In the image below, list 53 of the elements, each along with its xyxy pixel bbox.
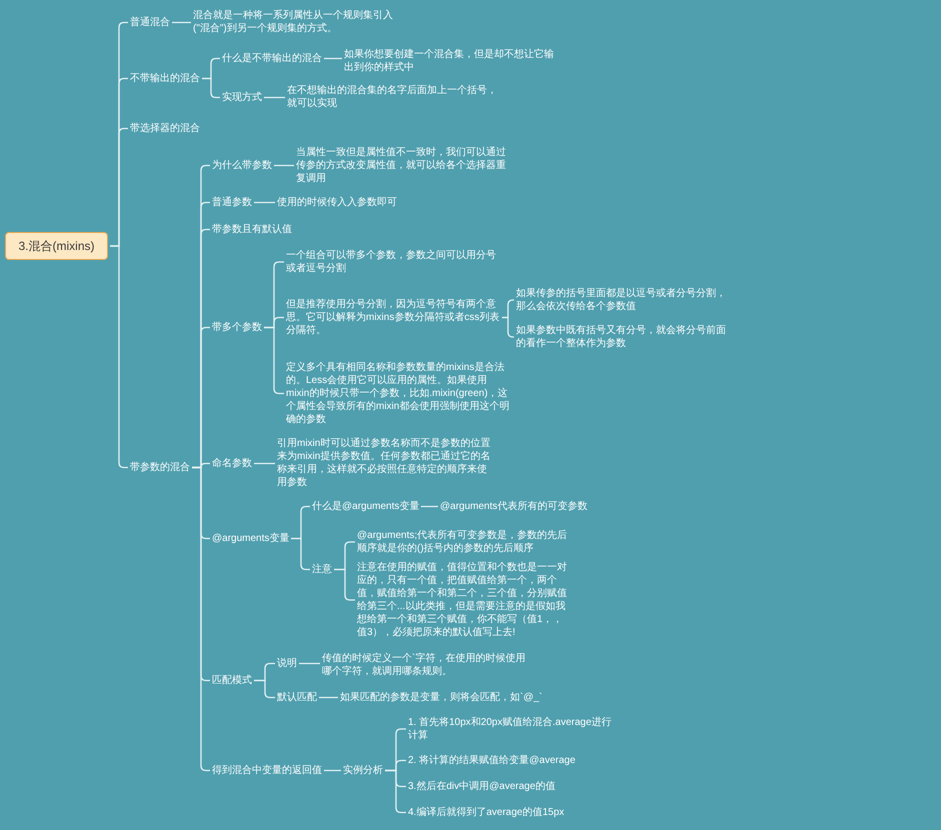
topic-text: 注意在使用的赋值，值得位置和个数也是一一对应的，只有一个值，把值赋值给第一个，两个值，赋值给第一个和第二个，三个值，分别赋值给第三个...以此类推，但是需要注意的是假如我想给第一个和第三个赋值，你不能写（值1，，值3），必须把原来的默认值写上去!	[357, 561, 571, 639]
topic-text: 为什么带参数	[212, 159, 272, 172]
branch-line	[421, 506, 438, 508]
topic-text: 混合就是一种将一系列属性从一个规则集引入("混合")到另一个规则集的方式。	[193, 8, 408, 34]
topic-text: 2. 将计算的结果赋值给变量@average	[408, 754, 576, 767]
topic-text: 默认匹配	[277, 691, 317, 704]
branch-line	[264, 96, 285, 98]
topic-text: 带参数的混合	[130, 461, 190, 474]
topic-text: 带参数且有默认值	[212, 223, 292, 236]
topic-text: 4.编译后就得到了average的值15px	[408, 806, 564, 819]
root-topic: 3.混合(mixins)	[5, 232, 108, 260]
topic-text: 引用mixin时可以通过参数名称而不是参数的位置来为mixin提供参数值。任何参数都已通过它的名称来引用，这样就不必按照任意特定的顺序来使用参数	[277, 437, 493, 489]
topic-text: 得到混合中变量的返回值	[212, 764, 322, 777]
branch-line	[502, 316, 514, 338]
topic-text: 什么是不带输出的混合	[222, 52, 322, 65]
topic-text: 当属性一致但是属性值不一致时，我们可以通过传参的方式改变属性值，就可以给各个选择器重复调用	[296, 146, 510, 185]
topic-text: 命名参数	[212, 457, 252, 470]
topic-text: 如果匹配的参数是变量，则将会匹配，如`@_`	[340, 691, 542, 704]
topic-text: @arguments代表所有的可变参数	[440, 500, 588, 513]
topic-text: 说明	[277, 657, 297, 670]
topic-text: @arguments;代表所有可变参数是，参数的先后顺序就是你的()括号内的参数的先后顺序	[357, 529, 571, 555]
topic-text: 如果传参的括号里面都是以逗号或者分号分割，那么会依次传给各个参数值	[516, 287, 730, 313]
branch-line	[254, 462, 275, 464]
branch-line	[324, 770, 341, 772]
topic-text: 如果你想要创建一个混合集，但是却不想让它输出到你的样式中	[344, 48, 558, 74]
topic-text: 使用的时候传入入参数即可	[277, 196, 397, 209]
topic-text: 普通混合	[130, 16, 170, 29]
topic-text: 匹配模式	[212, 674, 252, 687]
branch-line	[299, 662, 320, 664]
topic-text: 实现方式	[222, 91, 262, 104]
branch-line	[254, 202, 275, 204]
topic-text: 但是推荐使用分号分割，因为逗号符号有两个意思。它可以解释为mixins参数分隔符或者css列表分隔符。	[286, 298, 500, 337]
topic-text: 一个组合可以带多个参数，参数之间可以用分号或者逗号分割	[286, 249, 500, 275]
topic-text: 带多个参数	[212, 321, 262, 334]
branch-line	[324, 58, 342, 60]
branch-line	[274, 164, 294, 166]
topic-text: 实例分析	[343, 764, 383, 777]
topic-text: 注意	[312, 563, 332, 576]
topic-text: 传值的时候定义一个`字符，在使用的时候使用哪个字符，就调用哪条规则。	[322, 652, 526, 678]
topic-text: @arguments变量	[212, 532, 290, 545]
branch-line	[202, 78, 220, 98]
topic-text: 带选择器的混合	[130, 122, 200, 135]
branch-line	[172, 22, 191, 24]
branch-line	[254, 680, 275, 698]
topic-text: 如果参数中既有括号又有分号，就会将分号前面的看作一个整体作为参数	[516, 324, 730, 350]
branch-line	[319, 696, 338, 698]
topic-text: 1. 首先将10px和20px赋值给混合.average进行计算	[408, 716, 614, 742]
topic-text: 不带输出的混合	[130, 72, 200, 85]
topic-text: 3.然后在div中调用@average的值	[408, 780, 556, 793]
topic-text: 定义多个具有相同名称和参数数量的mixins是合法的。Less会使用它可以应用的属性。如果使用mixin的时候只带一个参数，比如.mixin(green)，这个属性会导致所有的mixin都会使用强制使用这个明确的参数	[286, 361, 510, 426]
topic-text: 普通参数	[212, 196, 252, 209]
topic-text: 什么是@arguments变量	[312, 500, 420, 513]
topic-text: 在不想输出的混合集的名字后面加上一个括号，就可以实现	[287, 84, 501, 110]
